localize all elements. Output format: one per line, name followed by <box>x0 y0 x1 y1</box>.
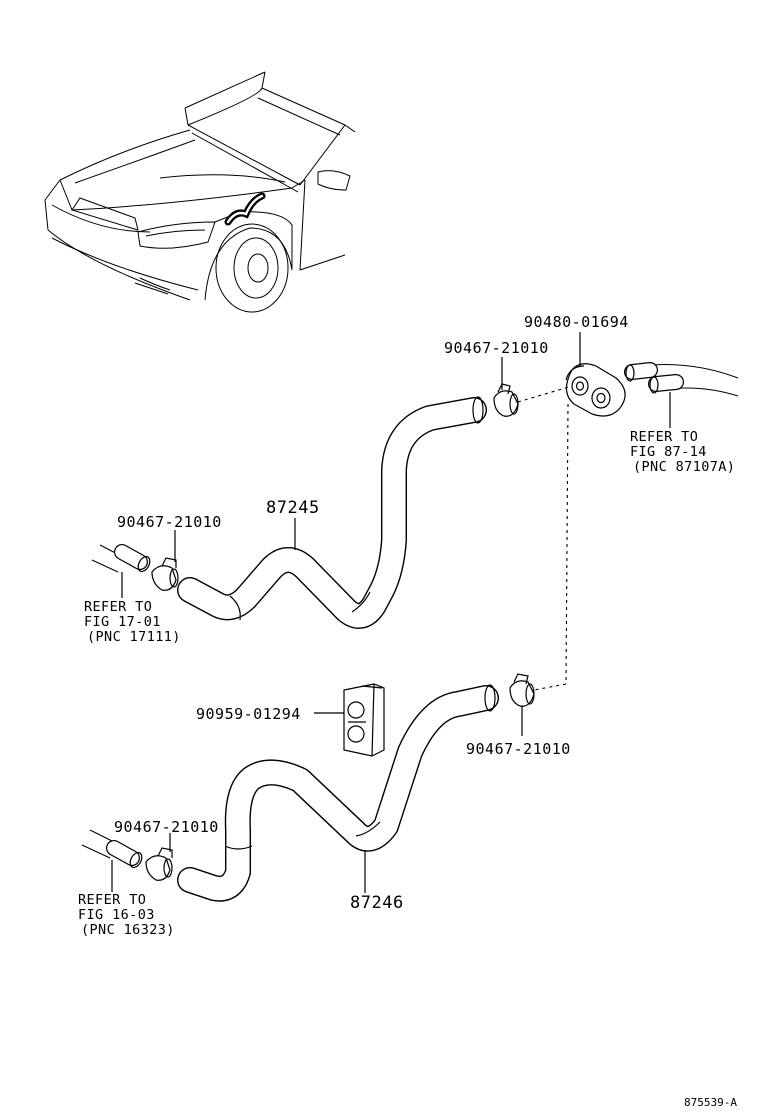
clamp-top-right <box>493 383 519 417</box>
label-hose-upper: 87245 <box>266 498 320 518</box>
grommet <box>565 363 626 417</box>
hose-upper-87245 <box>177 396 487 629</box>
ref-upper-right-line2: FIG 87-14 <box>630 444 707 460</box>
ref-upper-left-line2: FIG 17-01 <box>84 614 161 630</box>
clamp-upper-left <box>151 557 179 591</box>
ref-upper-left-line3: (PNC 17111) <box>87 629 181 645</box>
label-hose-lower: 87246 <box>350 893 404 913</box>
label-clamp-lower-left: 90467-21010 <box>114 818 219 836</box>
ref-upper-right-line1: REFER TO <box>630 429 698 445</box>
ref-upper-left-line1: REFER TO <box>84 599 152 615</box>
pipe-lower-left <box>81 829 143 869</box>
ref-lower-left-line2: FIG 16-03 <box>78 907 155 923</box>
leader-lines <box>111 332 671 893</box>
clamp-mid-right <box>509 673 535 707</box>
pipe-upper-right <box>624 362 739 397</box>
clamp-lower-left <box>145 847 173 881</box>
label-clamp-upper-left: 90467-21010 <box>117 513 222 531</box>
ref-upper-right-line3: (PNC 87107A) <box>633 459 735 475</box>
ref-lower-left-line1: REFER TO <box>78 892 146 908</box>
hose-lower-87246 <box>177 684 499 902</box>
ref-lower-left-line3: (PNC 16323) <box>81 922 175 938</box>
car-illustration <box>44 71 356 313</box>
dashed-route <box>517 385 573 691</box>
label-clamp-mid-right: 90467-21010 <box>466 740 571 758</box>
clip <box>343 683 385 757</box>
label-grommet: 90480-01694 <box>524 313 629 331</box>
drawing-number: 875539-A <box>684 1096 737 1109</box>
label-clamp-top-right: 90467-21010 <box>444 339 549 357</box>
pipe-upper-left <box>91 544 151 573</box>
label-clip: 90959-01294 <box>196 705 301 723</box>
